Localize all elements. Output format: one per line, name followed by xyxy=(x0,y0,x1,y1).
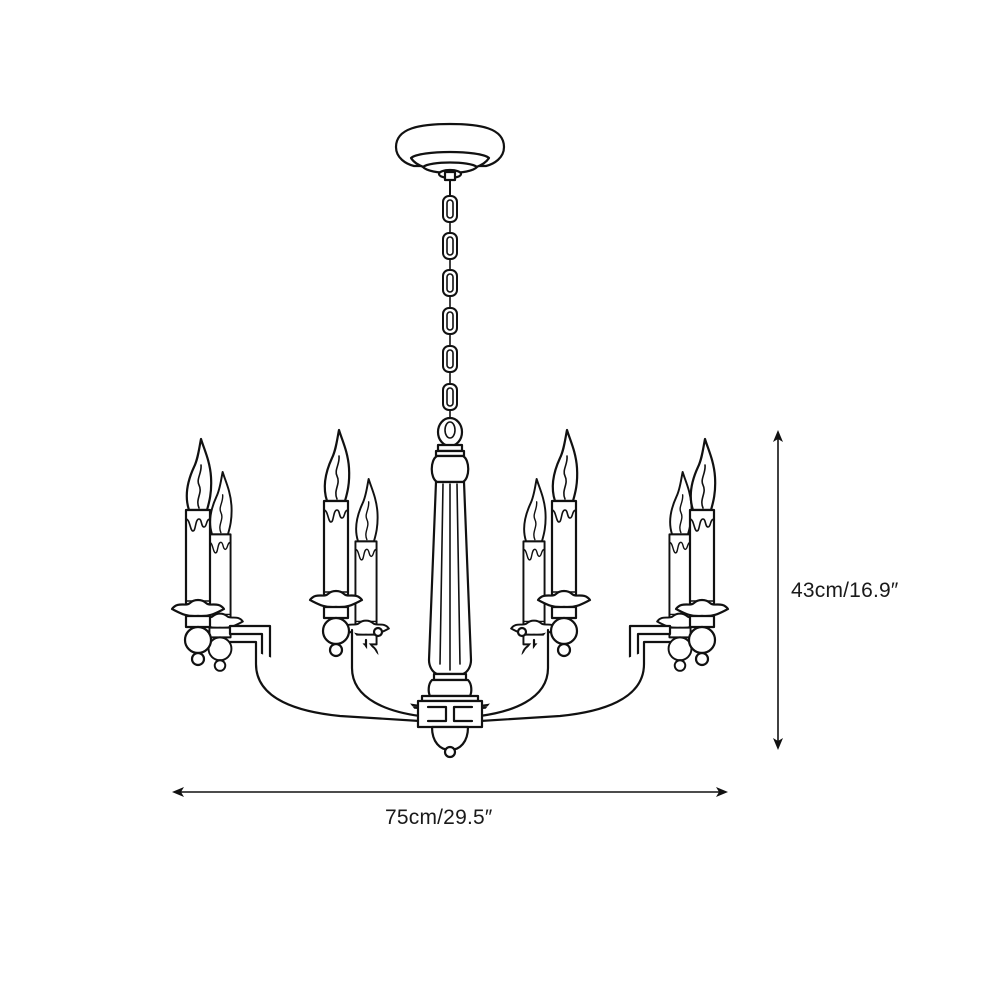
arms xyxy=(228,624,672,723)
ceiling-canopy xyxy=(394,122,506,197)
height-dimension-label: 43cm/16.9″ xyxy=(791,579,899,602)
chain xyxy=(442,195,458,421)
central-column xyxy=(416,416,484,759)
width-dimension-arrow xyxy=(172,787,728,797)
height-dimension-arrow xyxy=(773,430,783,750)
width-dimension-label: 75cm/29.5″ xyxy=(385,806,493,829)
